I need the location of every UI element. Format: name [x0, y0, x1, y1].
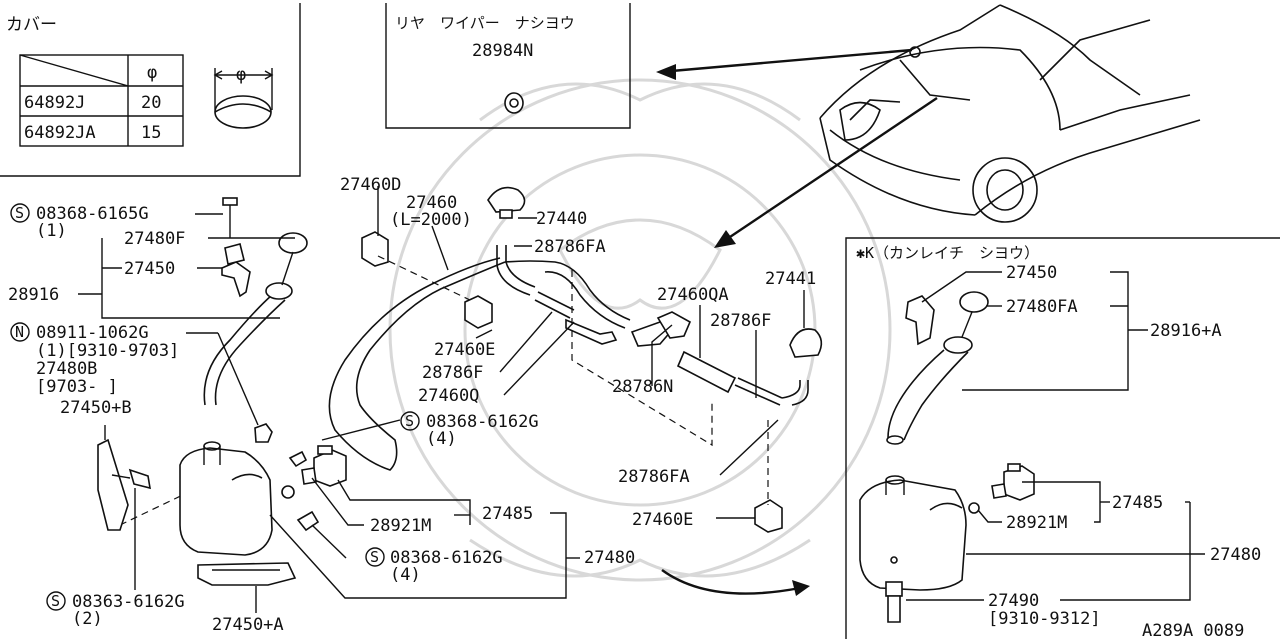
symbol-s-2: S: [405, 412, 414, 430]
cover-box: カバー φ 64892J 20 64892JA 15 φ: [0, 3, 301, 177]
label-27460d: 27460D: [340, 175, 401, 195]
label-27450-a: 27450+A: [212, 615, 284, 635]
cover-dimension-symbol: φ: [236, 65, 246, 85]
label-qty-4-lower: (4): [390, 565, 421, 585]
label-28786n: 28786N: [612, 377, 673, 397]
label-k-28916-a: 28916+A: [1150, 321, 1222, 341]
car-illustration: [819, 4, 1201, 223]
main-assembly: [78, 186, 823, 613]
label-qty-4-upper: (4): [426, 429, 457, 449]
label-k-27450: 27450: [1006, 263, 1057, 283]
label-27460e-upper: 27460E: [434, 340, 495, 360]
label-length: (L=2000): [390, 210, 472, 230]
symbol-n: N: [15, 323, 24, 341]
label-08363-6162g: 08363-6162G: [72, 592, 185, 612]
label-27440: 27440: [536, 209, 587, 229]
label-27450-b: 27450+B: [60, 398, 132, 418]
label-28786f-right: 28786F: [710, 311, 771, 331]
label-qty-1: (1): [36, 221, 67, 241]
cold-spec-labels: 27450 27480FA 28916+A 27485 28921M 27480…: [988, 263, 1261, 639]
cover-row-2-value: 15: [141, 123, 161, 143]
label-k-28921m: 28921M: [1006, 513, 1067, 533]
label-k-27480: 27480: [1210, 545, 1261, 565]
label-qty-1-range: (1)[9310-9703]: [36, 341, 179, 361]
label-08911-1062g: 08911-1062G: [36, 323, 149, 343]
part-labels: 27460D 27460 (L=2000) 27440 28786FA 2746…: [8, 175, 816, 635]
label-27460q: 27460Q: [418, 386, 479, 406]
label-27460qa: 27460QA: [657, 285, 729, 305]
rear-wiper-part-number: 28984N: [472, 41, 533, 61]
cover-cap-drawing: φ: [213, 65, 274, 129]
cover-table: φ 64892J 20 64892JA 15: [19, 54, 184, 147]
symbol-s-4: S: [51, 592, 60, 610]
label-27480b: 27480B: [36, 359, 97, 379]
label-27460: 27460: [406, 193, 457, 213]
label-k-27490: 27490: [988, 591, 1039, 611]
symbol-s-3: S: [370, 548, 379, 566]
label-27485: 27485: [482, 504, 533, 524]
circled-symbols: S N S S S: [10, 203, 420, 611]
cover-title: カバー: [6, 15, 57, 35]
label-08368-6165g: 08368-6165G: [36, 204, 149, 224]
symbol-s-1: S: [15, 204, 24, 222]
label-27450: 27450: [124, 259, 175, 279]
label-27441: 27441: [765, 269, 816, 289]
label-27480f: 27480F: [124, 229, 185, 249]
label-range-9703: [9703- ]: [36, 377, 118, 397]
label-08368-6162g-upper: 08368-6162G: [426, 412, 539, 432]
diagram-reference-code: A289A 0089: [1142, 621, 1244, 639]
label-28786fa-upper: 28786FA: [534, 237, 606, 257]
label-27480: 27480: [584, 548, 635, 568]
cold-spec-title: ✱K（カンレイチ シヨウ）: [856, 244, 1039, 262]
rear-wiper-box: リヤ ワイパー ナシヨウ 28984N: [385, 3, 631, 129]
label-28786fa-lower: 28786FA: [618, 467, 690, 487]
label-28786f-left: 28786F: [422, 363, 483, 383]
label-k-range: [9310-9312]: [988, 609, 1101, 629]
cover-table-header-symbol: φ: [147, 63, 157, 83]
label-28921m: 28921M: [370, 516, 431, 536]
cover-row-1-value: 20: [141, 93, 161, 113]
rear-wiper-title: リヤ ワイパー ナシヨウ: [395, 14, 575, 32]
pointer-arrows: [656, 48, 938, 248]
cold-spec-box: ✱K（カンレイチ シヨウ）: [845, 237, 1280, 639]
label-k-27485: 27485: [1112, 493, 1163, 513]
label-qty-2: (2): [72, 609, 103, 629]
cover-row-1-part: 64892J: [24, 93, 85, 113]
cover-row-2-part: 64892JA: [24, 123, 96, 143]
label-k-27480fa: 27480FA: [1006, 297, 1078, 317]
label-27460e-lower: 27460E: [632, 510, 693, 530]
label-08368-6162g-lower: 08368-6162G: [390, 548, 503, 568]
label-28916: 28916: [8, 285, 59, 305]
